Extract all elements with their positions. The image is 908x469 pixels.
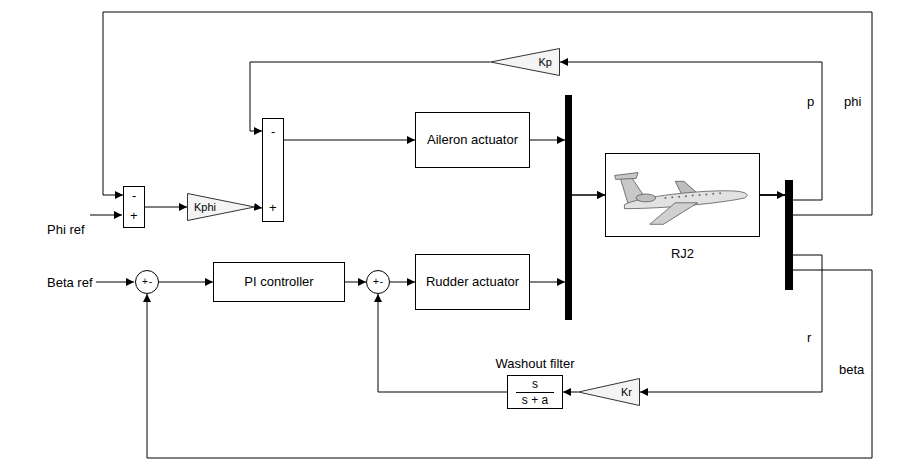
mux-bar — [565, 95, 572, 320]
window-dot — [705, 193, 707, 195]
sign-symbol: + — [373, 277, 379, 287]
aircraft-part — [615, 173, 638, 180]
summing-circle: +- — [366, 270, 390, 294]
signal-connector — [255, 207, 262, 208]
static-wiring — [90, 95, 793, 320]
sign-row: +- — [135, 270, 159, 294]
controller-box: PI controller — [213, 262, 345, 302]
signal-name: phi — [843, 94, 862, 109]
window-dot — [699, 194, 701, 196]
signal-name: r — [806, 330, 812, 345]
gain-triangle: Kphi — [187, 193, 255, 221]
aircraft-part — [650, 203, 698, 224]
actuator-box: Rudder actuator — [415, 254, 530, 310]
signal-connector — [284, 140, 415, 141]
sign-row: +- — [366, 270, 390, 294]
input-label: Phi ref — [46, 222, 86, 237]
signal-connector — [345, 282, 366, 283]
signal-connector — [159, 282, 213, 283]
window-dot — [719, 192, 721, 194]
fraction-bar — [516, 392, 554, 393]
window-dot — [664, 197, 666, 199]
sign-symbol: + — [269, 201, 277, 215]
input-wire — [90, 215, 122, 216]
demux-bar — [785, 180, 793, 290]
block-label: PI controller — [244, 274, 313, 290]
connector-group — [103, 12, 872, 458]
block-label: Rudder actuator — [426, 274, 519, 290]
circle-shape — [367, 271, 390, 294]
block-name: RJ2 — [606, 246, 759, 261]
arrow-head — [557, 136, 565, 144]
signal-connector — [145, 207, 187, 208]
window-dot — [671, 196, 673, 198]
sign-symbol: - — [380, 277, 383, 287]
gain-label: Kr — [621, 387, 632, 398]
signal-name: p — [806, 94, 815, 109]
fraction: s s + a — [508, 376, 562, 408]
aircraft-block: RJ2 — [605, 153, 760, 237]
sign-symbol: - — [132, 189, 136, 203]
window-dot — [692, 195, 694, 197]
signal-connector — [147, 195, 872, 458]
circle-shape — [136, 271, 159, 294]
actuator-box: Aileron actuator — [415, 112, 530, 168]
triangle-shape — [579, 379, 640, 406]
signal-connector — [390, 282, 415, 283]
transfer-function: s + a — [522, 394, 548, 407]
sign-symbol: + — [142, 277, 148, 287]
window-dot — [685, 195, 687, 197]
summing-junction: -+ — [123, 186, 145, 228]
window-dot — [712, 193, 714, 195]
filter-box: Washout filterss + a — [507, 375, 563, 409]
gain-triangle: Kr — [578, 378, 640, 406]
triangle-shape — [491, 49, 560, 76]
block-label: Aileron actuator — [427, 132, 518, 148]
transfer-function: s — [532, 378, 538, 391]
sign-symbol: + — [130, 209, 138, 223]
arrow-head — [557, 278, 565, 286]
arrow-head — [777, 191, 785, 199]
window-dot — [678, 196, 680, 198]
summing-junction: -+ — [262, 118, 284, 222]
block-heading: Washout filter — [496, 356, 575, 371]
gain-label: Kphi — [194, 202, 216, 213]
gain-label: Kp — [539, 57, 552, 68]
summing-circle: +- — [135, 270, 159, 294]
aircraft-illustration — [606, 154, 759, 236]
engine-shape — [636, 194, 656, 202]
sign-symbol: - — [271, 125, 275, 139]
gain-triangle: Kp — [490, 48, 560, 76]
signal-connector — [563, 392, 578, 393]
signal-name: beta — [838, 362, 865, 377]
input-label: Beta ref — [46, 275, 94, 290]
input-wire — [96, 282, 134, 283]
triangle-shape — [188, 194, 255, 221]
sign-symbol: - — [149, 277, 152, 287]
